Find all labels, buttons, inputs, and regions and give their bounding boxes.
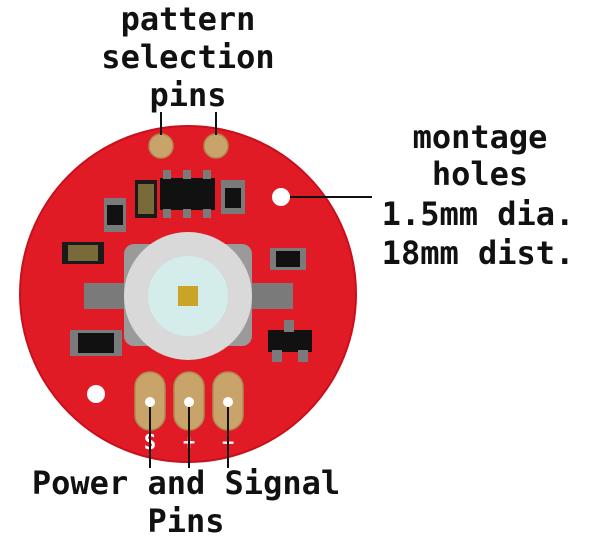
led-pad-left: [84, 283, 128, 309]
pattern-label-line3: pins: [149, 76, 226, 114]
resistor-body: [225, 188, 241, 208]
resistor-body: [107, 205, 123, 225]
pattern-pin-1: [148, 133, 174, 159]
pattern-label-line1: pattern: [121, 0, 256, 38]
mounting-hole-icon: [272, 188, 290, 206]
montage-label-line3: 1.5mm dia.: [382, 195, 575, 233]
montage-label-line4: 18mm dist.: [382, 234, 575, 272]
power-plus-pad: [173, 371, 205, 431]
mounting-hole-icon: [87, 385, 105, 403]
pattern-pin-2: [203, 133, 229, 159]
rgb-led-icon: [124, 232, 252, 360]
pattern-label-line2: selection: [101, 38, 274, 76]
montage-label-line1: montage: [413, 118, 548, 156]
capacitor-body: [68, 245, 98, 261]
ic-chip: [160, 170, 215, 218]
power-label-line2: Pins: [147, 502, 224, 540]
power-label-line1: Power and Signal: [32, 464, 340, 502]
capacitor-body: [138, 184, 154, 214]
montage-label-line2: holes: [432, 155, 528, 193]
transistor: [268, 320, 312, 362]
resistor-body: [276, 251, 300, 267]
led-pad-right: [249, 283, 293, 309]
resistor-body: [78, 333, 114, 353]
power-minus-pad: [212, 371, 244, 431]
